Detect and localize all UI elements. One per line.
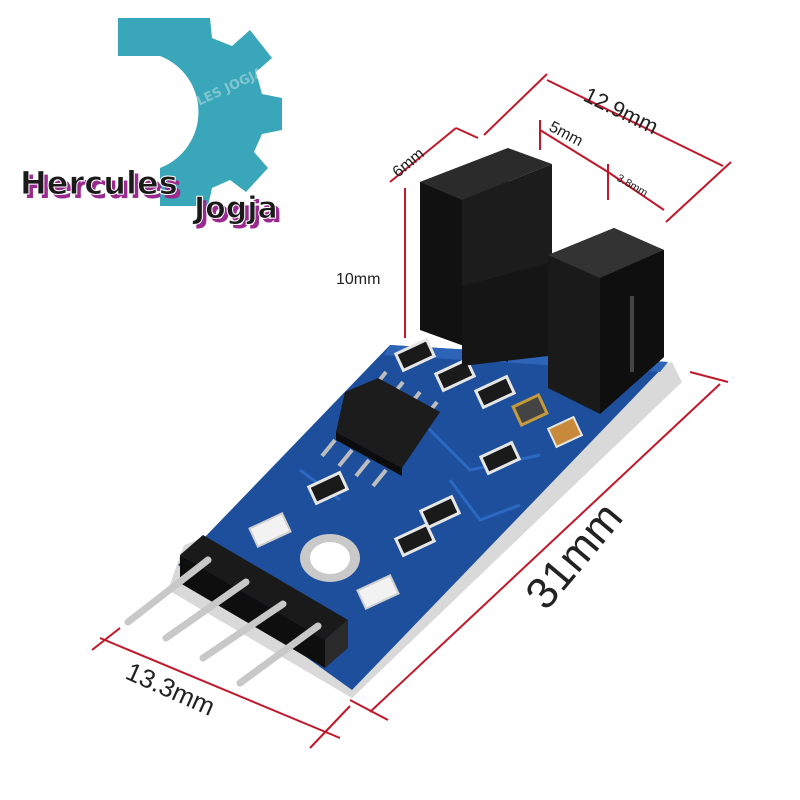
led-indicators <box>248 512 400 610</box>
ic-chip <box>320 370 440 488</box>
gear-icon <box>118 18 282 206</box>
mounting-hole <box>300 534 360 582</box>
pin-4 <box>236 622 322 687</box>
label-total-width: 12.9mm <box>580 82 662 139</box>
label-height: 10mm <box>336 271 380 288</box>
logo-brand-shadow: Hercules <box>24 168 182 206</box>
pin-1 <box>124 556 212 626</box>
label-depth: 6mm <box>390 145 428 181</box>
pin-3 <box>199 600 287 662</box>
logo-city-shadow: Jogja <box>196 195 282 230</box>
pin-header <box>124 535 348 687</box>
slot-optical-sensor <box>420 148 664 414</box>
logo-brand: Hercules <box>20 164 178 202</box>
pcb-board <box>124 337 682 698</box>
logo-city: Jogja <box>192 191 278 226</box>
dimension-lines <box>91 73 732 749</box>
label-board-width: 13.3mm <box>122 656 220 722</box>
pin-2 <box>162 578 250 642</box>
smd-components <box>306 337 584 558</box>
label-prong-width: 3.8mm <box>615 172 650 199</box>
logo: HERCULES JOGJA Hercules Hercules Jogja J… <box>20 18 282 230</box>
